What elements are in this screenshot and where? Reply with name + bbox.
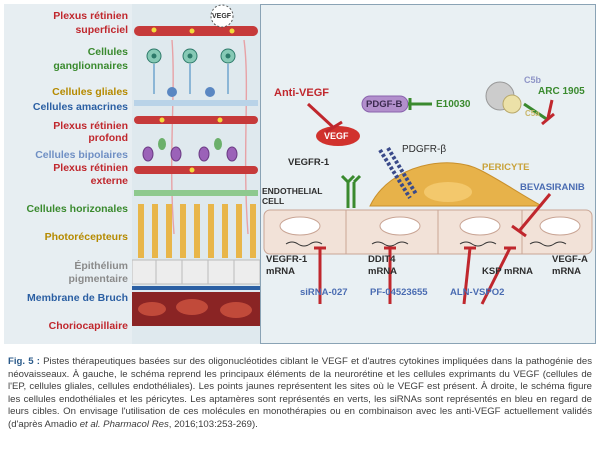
pf04523655-label: PF-04523655: [370, 287, 428, 298]
superficial-vessel: [134, 26, 258, 36]
vegf-bubble-icon: [210, 4, 234, 28]
caption-fig-label: Fig. 5 :: [8, 356, 40, 367]
mrna-vegfr1-b: mRNA: [266, 266, 296, 277]
label-epithelium-2: pigmentaire: [68, 273, 128, 285]
mechanism-diagram: [260, 4, 596, 344]
anti-vegf-label: Anti-VEGF: [274, 87, 329, 99]
label-ganglionnaires-2: ganglionnaires: [53, 60, 128, 72]
vegf-bubble-label: VEGF: [212, 13, 232, 20]
bevasiranib-label: BEVASIRANIB: [520, 182, 585, 193]
external-vessel: [134, 166, 258, 174]
label-horizonales: Cellules horizonales: [26, 203, 128, 215]
label-epithelium-1: Épithélium: [74, 260, 128, 272]
label-plexus-superficiel-1: Plexus rétinien: [53, 10, 128, 22]
pericyte-label: PERICYTE: [482, 162, 530, 173]
label-bruch: Membrane de Bruch: [27, 292, 128, 304]
e10030-label: E10030: [436, 99, 471, 110]
caption-text: Pistes thérapeutiques basées sur des oli…: [8, 356, 592, 430]
sirna027-label: siRNA-027: [300, 287, 348, 298]
label-amacrines: Cellules amacrines: [32, 101, 128, 113]
figure-caption: Fig. 5 : Pistes thérapeutiques basées su…: [8, 356, 592, 432]
mrna-vegfr1-a: VEGFR-1: [266, 254, 308, 265]
c5b-label: C5b: [524, 75, 542, 85]
label-choriocapillaire: Choriocapillaire: [48, 320, 128, 332]
label-gliales: Cellules gliales: [52, 86, 128, 98]
mrna-vegfa-b: mRNA: [552, 266, 582, 277]
mrna-ksp: KSP mRNA: [482, 266, 534, 277]
label-plexus-profond-2: profond: [88, 132, 128, 144]
mrna-ddit4-b: mRNA: [368, 266, 398, 277]
vegf-label: VEGF: [324, 131, 349, 141]
figure-panel: Plexus rétinien superficiel Cellules gan…: [4, 4, 596, 344]
endothelial-label-1: ENDOTHELIAL: [262, 186, 323, 196]
label-plexus-externe-2: externe: [90, 175, 128, 187]
mrna-vegfa-a: VEGF-A: [552, 254, 588, 265]
label-photorecepteurs: Photorécepteurs: [44, 231, 128, 243]
deep-vessel: [134, 116, 258, 124]
pdgfb-label: PDGF-B: [366, 99, 403, 110]
mrna-ddit4-a: DDIT4: [368, 254, 396, 265]
label-plexus-profond-1: Plexus rétinien: [53, 120, 128, 132]
caption-tail: , 2016;103:253-269).: [168, 418, 258, 430]
arc1905-label: ARC 1905: [538, 86, 585, 97]
label-plexus-externe-1: Plexus rétinien: [53, 162, 128, 174]
endothelial-label-2: CELL: [262, 196, 285, 206]
label-plexus-superficiel-2: superficiel: [75, 24, 128, 36]
alnvspo2-label: ALN-VSPO2: [450, 287, 505, 298]
c5a-label: C5a: [525, 109, 540, 118]
vegfr1-label: VEGFR-1: [288, 157, 330, 168]
caption-italic: et al. Pharmacol Res: [79, 418, 169, 430]
label-ganglionnaires-1: Cellules: [87, 46, 128, 58]
label-bipolaires: Cellules bipolaires: [35, 149, 128, 161]
pdgfr-label: PDGFR-β: [402, 144, 447, 155]
retina-illustration: [132, 4, 260, 344]
